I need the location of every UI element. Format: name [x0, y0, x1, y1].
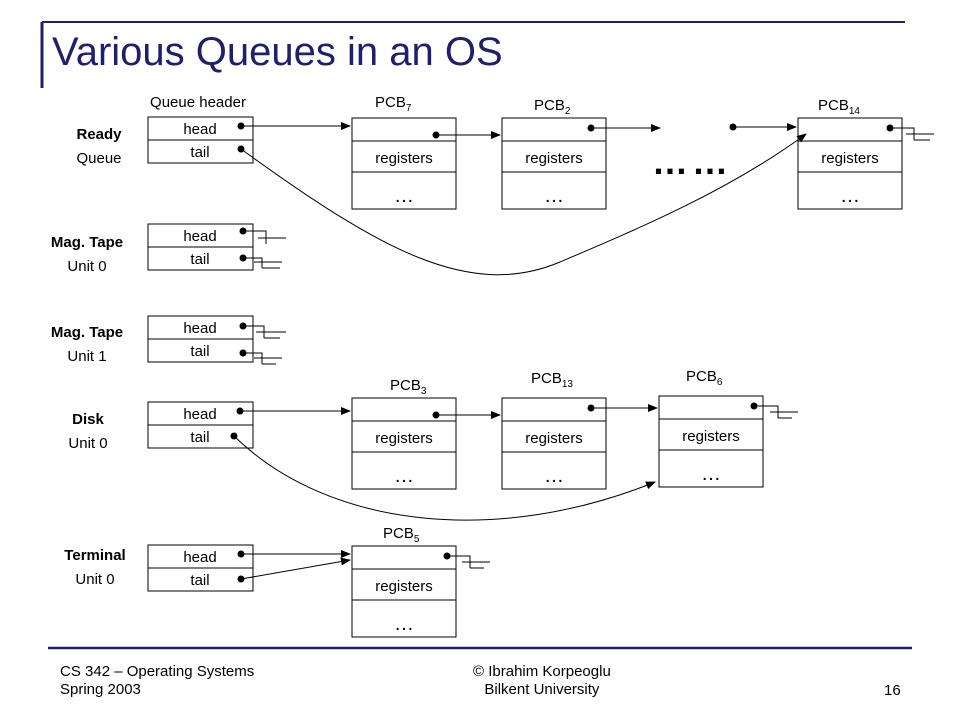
- queue-header-ready: head tail: [147, 116, 254, 164]
- page-number: 16: [884, 682, 901, 699]
- footer-term: Spring 2003: [60, 681, 141, 698]
- pcb-box: PCB2 registers …: [501, 97, 607, 210]
- queue-sub-disk: Unit 0: [68, 435, 107, 452]
- registers-label: registers: [525, 150, 583, 167]
- queue-header-tape0: head tail: [147, 223, 286, 271]
- queue-name-tape1: Mag. Tape: [51, 324, 123, 341]
- pcb-label: PCB3: [390, 377, 427, 397]
- pcb-label: PCB7: [375, 94, 412, 114]
- queue-name-terminal: Terminal: [64, 547, 125, 564]
- pcb-box: PCB6 registers …: [658, 368, 798, 488]
- queue-sub-terminal: Unit 0: [75, 571, 114, 588]
- registers-label: registers: [375, 578, 433, 595]
- null-ground-icon: [447, 555, 490, 569]
- head-label: head: [183, 406, 216, 423]
- queue-header-terminal: head tail: [147, 544, 254, 592]
- tail-label: tail: [190, 429, 209, 446]
- slide-title: Various Queues in an OS: [52, 30, 503, 74]
- registers-label: registers: [525, 430, 583, 447]
- footer-center: © Ibrahim Korpeoglu Bilkent University: [473, 663, 611, 699]
- queue-header-tape1: head tail: [147, 315, 286, 365]
- pcb-label: PCB13: [531, 370, 573, 390]
- null-ground-icon: [890, 127, 934, 141]
- queue-header-label: Queue header: [150, 94, 246, 111]
- head-label: head: [183, 121, 216, 138]
- ellipsis-label: …: [544, 465, 564, 487]
- pcb-box: PCB14 registers …: [797, 97, 934, 210]
- pcb-label: PCB5: [383, 525, 420, 545]
- footer-university: Bilkent University: [484, 681, 600, 698]
- head-label: head: [183, 320, 216, 337]
- ellipsis-label: …: [394, 613, 414, 635]
- footer-course: CS 342 – Operating Systems: [60, 663, 255, 680]
- tail-label: tail: [190, 144, 209, 161]
- arrow: [233, 435, 656, 521]
- queue-name-ready: Ready: [76, 126, 122, 143]
- arrow: [240, 133, 807, 276]
- pcb-box: PCB13 registers …: [501, 370, 607, 490]
- queue-name-tape0: Mag. Tape: [51, 234, 123, 251]
- pcb-label: PCB6: [686, 368, 723, 388]
- queue-header-disk: head tail: [147, 401, 254, 449]
- ellipsis-label: …: [394, 465, 414, 487]
- pcb-box: PCB5 registers …: [351, 525, 490, 638]
- arrow: [240, 557, 351, 580]
- queue-name-disk: Disk: [72, 411, 104, 428]
- tail-label: tail: [190, 572, 209, 589]
- tail-label: tail: [190, 251, 209, 268]
- ellipsis-label: …: [544, 185, 564, 207]
- queue-sub-tape0: Unit 0: [67, 258, 106, 275]
- queue-labels: Ready Queue Mag. Tape Unit 0 Mag. Tape U…: [51, 126, 126, 588]
- pcb-label: PCB14: [818, 97, 860, 117]
- pcb-box: PCB7 registers …: [351, 94, 457, 210]
- ellipsis-label: …: [701, 463, 721, 485]
- registers-label: registers: [682, 428, 740, 445]
- list-gap-dots: ……: [652, 141, 732, 182]
- registers-label: registers: [821, 150, 879, 167]
- pcb-label: PCB2: [534, 97, 571, 117]
- footer-copyright: © Ibrahim Korpeoglu: [473, 663, 611, 680]
- queue-sub-tape1: Unit 1: [67, 348, 106, 365]
- pcb-box: PCB3 registers …: [351, 377, 457, 490]
- null-ground-icon: [243, 230, 286, 269]
- head-label: head: [183, 549, 216, 566]
- head-label: head: [183, 228, 216, 245]
- ellipsis-label: …: [840, 185, 860, 207]
- queue-sub-ready: Queue: [76, 150, 121, 167]
- tail-label: tail: [190, 343, 209, 360]
- registers-label: registers: [375, 430, 433, 447]
- registers-label: registers: [375, 150, 433, 167]
- null-ground-icon: [754, 405, 798, 419]
- pointer-arrows: [233, 122, 807, 580]
- null-ground-icon: [243, 325, 286, 365]
- footer-left: CS 342 – Operating Systems Spring 2003: [60, 663, 254, 699]
- ellipsis-label: …: [394, 185, 414, 207]
